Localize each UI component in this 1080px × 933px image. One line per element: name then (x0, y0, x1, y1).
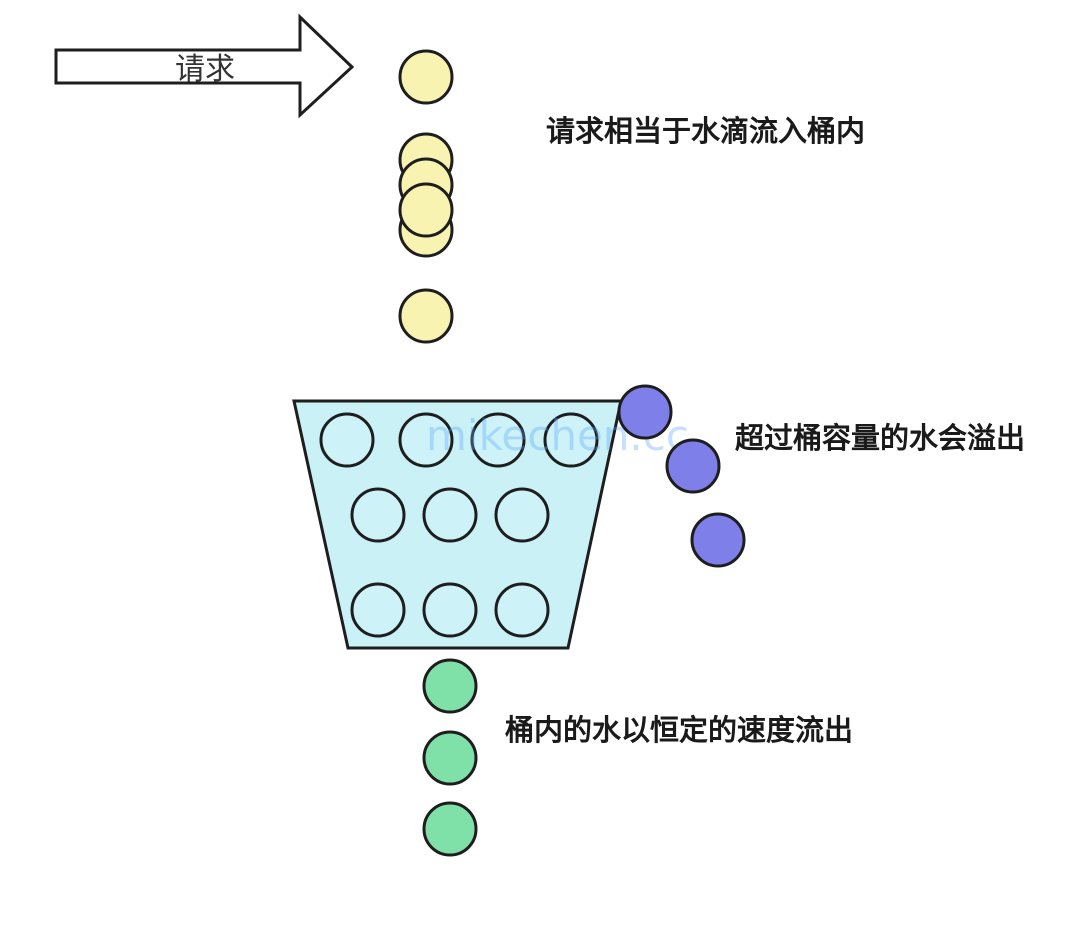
request-drop (398, 182, 454, 238)
overflow-drop (617, 384, 673, 440)
inflow-caption: 请求相当于水滴流入桶内 (546, 114, 865, 148)
bucket-drop (494, 487, 550, 543)
overflow-caption: 超过桶容量的水会溢出 (735, 421, 1025, 455)
outflow-drop (422, 801, 478, 857)
outflow-drop (422, 658, 478, 714)
bucket-drop (494, 582, 550, 638)
request-drop (398, 49, 454, 105)
overflow-drops (617, 384, 746, 568)
request-arrow-shape (54, 13, 355, 119)
bucket-drop (350, 582, 406, 638)
bucket-drop (422, 582, 478, 638)
outflow-drop (422, 730, 478, 786)
bucket-drop (319, 412, 375, 468)
bucket-drop (470, 412, 526, 468)
bucket-drop (350, 487, 406, 543)
request-arrow: 请求 (54, 13, 355, 119)
bucket-drop (422, 487, 478, 543)
bucket (292, 399, 623, 650)
bucket-drop (398, 412, 454, 468)
incoming-drops (398, 49, 454, 344)
outflow-drops (422, 658, 478, 857)
bucket-drop (543, 412, 599, 468)
outflow-caption: 桶内的水以恒定的速度流出 (505, 713, 853, 747)
overflow-drop (690, 512, 746, 568)
overflow-drop (665, 438, 721, 494)
request-arrow-label: 请求 (175, 52, 235, 87)
request-drop (398, 288, 454, 344)
